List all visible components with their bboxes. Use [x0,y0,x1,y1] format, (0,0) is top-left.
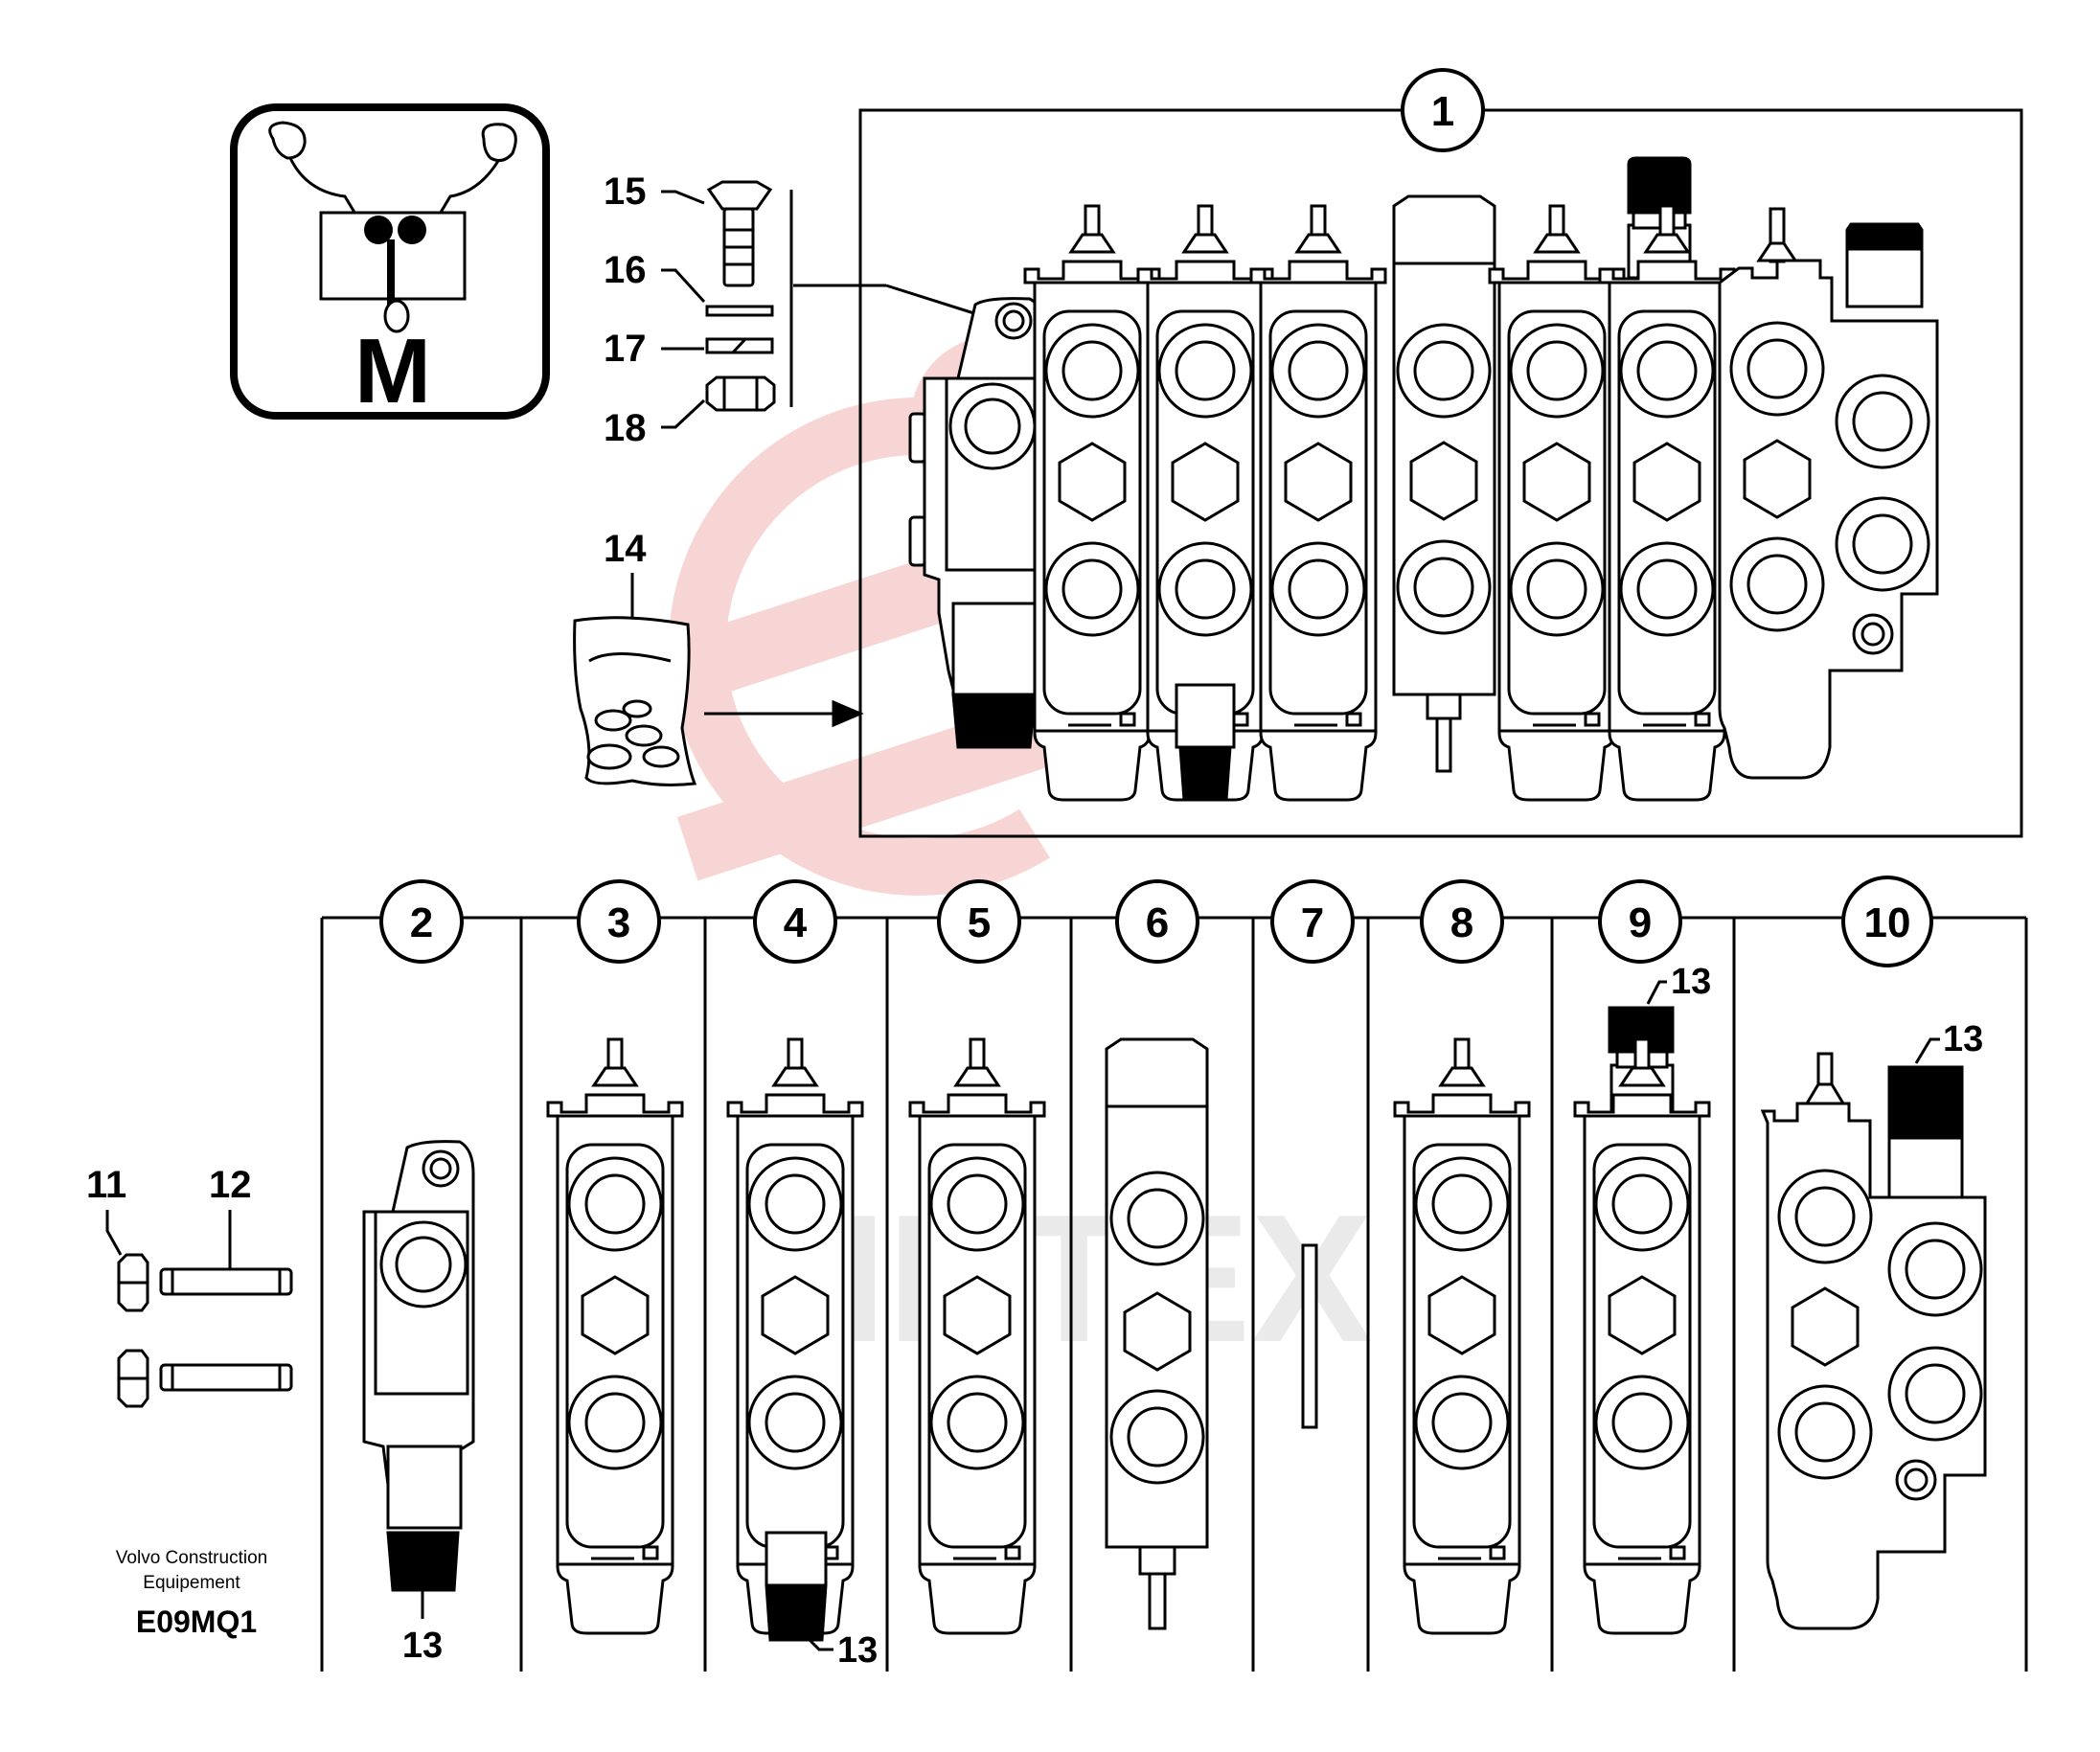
section-8 [1393,1037,1531,1635]
tie-rod-parts [105,1210,293,1408]
section-9 [1573,1037,1711,1635]
section-7-shim [1301,1243,1318,1429]
kit-parts [661,180,1006,429]
callout-13-s2: 13 [402,1626,443,1666]
svg-text:5: 5 [968,899,991,946]
callout-11: 11 [86,1164,126,1206]
svg-text:2: 2 [410,899,433,946]
callout-14: 14 [604,528,647,570]
seal-kit-bag [573,573,864,786]
svg-text:9: 9 [1629,899,1652,946]
assembly-frame: 1 [858,68,2023,838]
section-2-inlet [362,1140,475,1619]
svg-text:7: 7 [1301,899,1324,946]
section-callout-9: 9 [1598,879,1682,964]
section-callout-8: 8 [1420,879,1504,964]
credit-line-2: Equipement [143,1573,240,1593]
section-6 [1105,1037,1209,1630]
valve-assembly [908,156,1939,802]
section-callout-5: 5 [937,879,1021,964]
callout-1: 1 [1431,88,1454,135]
parts-callouts: 11 12 [86,1164,252,1206]
callout-12: 12 [209,1164,252,1206]
figure-code: E09MQ1 [136,1604,257,1639]
svg-text:6: 6 [1146,899,1169,946]
svg-text:10: 10 [1864,899,1911,946]
kit-callouts: 15 16 17 18 14 [604,171,647,570]
section-callout-3: 3 [577,879,661,964]
section-callout-2: 2 [379,879,464,964]
callout-13-s4: 13 [837,1630,878,1671]
machine-type-icon: M [230,103,550,422]
section-5 [908,1037,1046,1635]
callout-15: 15 [604,171,647,213]
callout-13-s10: 13 [1943,1019,1983,1059]
callout-18: 18 [604,407,647,449]
credit-block: Volvo Construction Equipement E09MQ1 [116,1548,267,1639]
section-callout-6: 6 [1115,879,1199,964]
icon-letter: M [354,320,431,422]
cap-callouts: 13 13 13 13 [402,962,1983,1671]
exploded-sections [362,980,1987,1651]
section-10-outlet [1760,1037,1987,1630]
svg-text:3: 3 [607,899,630,946]
section-callout-4: 4 [753,879,837,964]
callout-13-s9: 13 [1671,962,1711,1002]
svg-text:4: 4 [784,899,808,946]
section-callout-10: 10 [1841,876,1933,967]
section-3 [546,1037,684,1635]
section-callouts: 2 3 4 5 6 7 8 9 10 [379,876,1933,967]
section-callout-7: 7 [1270,879,1355,964]
svg-text:8: 8 [1450,899,1473,946]
callout-16: 16 [604,249,647,291]
callout-17: 17 [604,328,647,370]
credit-line-1: Volvo Construction [116,1548,267,1568]
